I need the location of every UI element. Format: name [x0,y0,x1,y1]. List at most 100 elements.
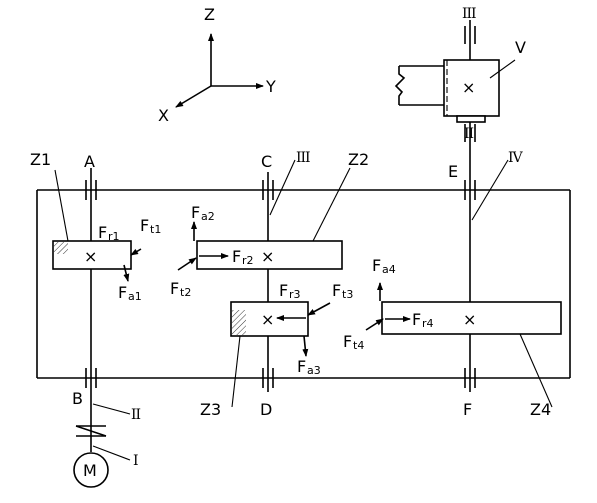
coordinate-axes: Z Y X [158,5,276,125]
gear-z1: × [52,240,132,270]
gear-z2-center-mark: × [261,247,274,266]
force-label-fa2: F a2 [191,203,215,223]
force-label-ft4: F t4 [343,332,364,352]
leader-iii [269,159,296,216]
gear-z1-label: Z1 [30,150,51,169]
arrow-fa3 [302,335,309,357]
force-label-fr3: F r3 [279,281,301,301]
svg-text:a1: a1 [128,290,142,303]
shaft-i-label: I [133,453,138,469]
svg-text:F: F [191,203,200,222]
leader-ii [92,403,131,415]
svg-text:F: F [412,310,421,329]
gear-z3: × [230,301,309,337]
force-label-fr1: F r1 [98,223,120,243]
svg-text:t2: t2 [180,286,191,299]
gear-z4-body [381,301,562,335]
bearing-e [464,180,476,200]
force-label-fr2: F r2 [232,247,254,267]
svg-text:F: F [372,256,381,275]
svg-text:r4: r4 [422,317,434,330]
gear-v-center-mark: × [462,78,475,97]
motor-label: M [83,461,97,480]
svg-text:F: F [279,281,288,300]
gear-v: × [394,59,500,123]
bearing-top-lower [464,124,476,142]
bearing-d [262,368,274,388]
gear-z4: × [381,301,562,335]
arrow-ft2 [177,257,197,271]
leader-iv [471,159,509,221]
svg-text:r3: r3 [289,288,301,301]
leader-z2 [312,167,351,242]
svg-text:r2: r2 [242,254,254,267]
leader-i [92,445,131,461]
leader-z1 [54,169,69,242]
force-label-fa4: F a4 [372,256,396,276]
arrow-fa1 [123,264,130,282]
svg-text:F: F [98,223,107,242]
svg-text:t3: t3 [342,288,353,301]
force-label-ft2: F t2 [170,279,191,299]
point-b-label: B [72,389,83,408]
shaft-top-label: III [462,6,476,22]
svg-text:t1: t1 [150,223,161,236]
leader-v [489,59,516,79]
point-a-label: A [84,152,95,171]
svg-text:F: F [170,279,179,298]
bearing-c [262,180,274,200]
gear-z1-center-mark: × [84,247,97,266]
x-axis-arrow [175,85,212,108]
gear-z3-hatch [232,310,246,335]
gear-z2: × [196,240,343,270]
motor-circle [73,452,109,488]
svg-text:a4: a4 [382,263,396,276]
gear-v-hub [456,115,486,123]
arrow-ft1 [130,248,142,256]
force-label-ft1: F t1 [140,216,161,236]
gear-z3-label: Z3 [200,400,221,419]
svg-text:F: F [343,332,352,351]
arrow-ft3 [307,302,331,316]
svg-text:F: F [297,357,306,376]
point-c-label: C [261,152,272,171]
bearing-top-upper [464,26,476,44]
bearing-f [464,368,476,388]
svg-text:a3: a3 [307,364,321,377]
svg-text:t4: t4 [353,339,364,352]
gear-z2-label: Z2 [348,150,369,169]
point-e-label: E [448,162,458,181]
svg-text:F: F [118,283,127,302]
svg-text:a2: a2 [201,210,215,223]
y-axis-label: Y [265,77,276,96]
force-label-fa1: F a1 [118,283,142,303]
shaft-iii-label: III [296,150,310,166]
break-line [394,66,406,105]
gear-z4-label: Z4 [530,400,551,419]
shaft-ii-label: II [131,407,141,423]
motor: M [73,452,109,488]
shaft-top-mid-label: II [464,126,474,142]
force-label-ft3: F t3 [332,281,353,301]
shaft-iv-label: IV [508,150,524,166]
bearing-b [85,368,97,388]
arrow-ft4 [365,318,384,331]
svg-text:F: F [232,247,241,266]
svg-text:F: F [332,281,341,300]
x-axis-label: X [158,106,169,125]
svg-text:F: F [140,216,149,235]
gear-z3-center-mark: × [261,310,274,329]
force-label-fa3: F a3 [297,357,321,377]
bearing-a [85,180,97,200]
point-d-label: D [260,400,272,419]
leader-z4 [519,333,553,408]
z-axis-label: Z [204,5,215,24]
force-label-fr4: F r4 [412,310,434,330]
coupling [75,425,107,437]
svg-text:r1: r1 [108,230,120,243]
gear-z4-center-mark: × [463,310,476,329]
gear-z1-hatch [54,242,68,254]
point-f-label: F [463,400,472,419]
